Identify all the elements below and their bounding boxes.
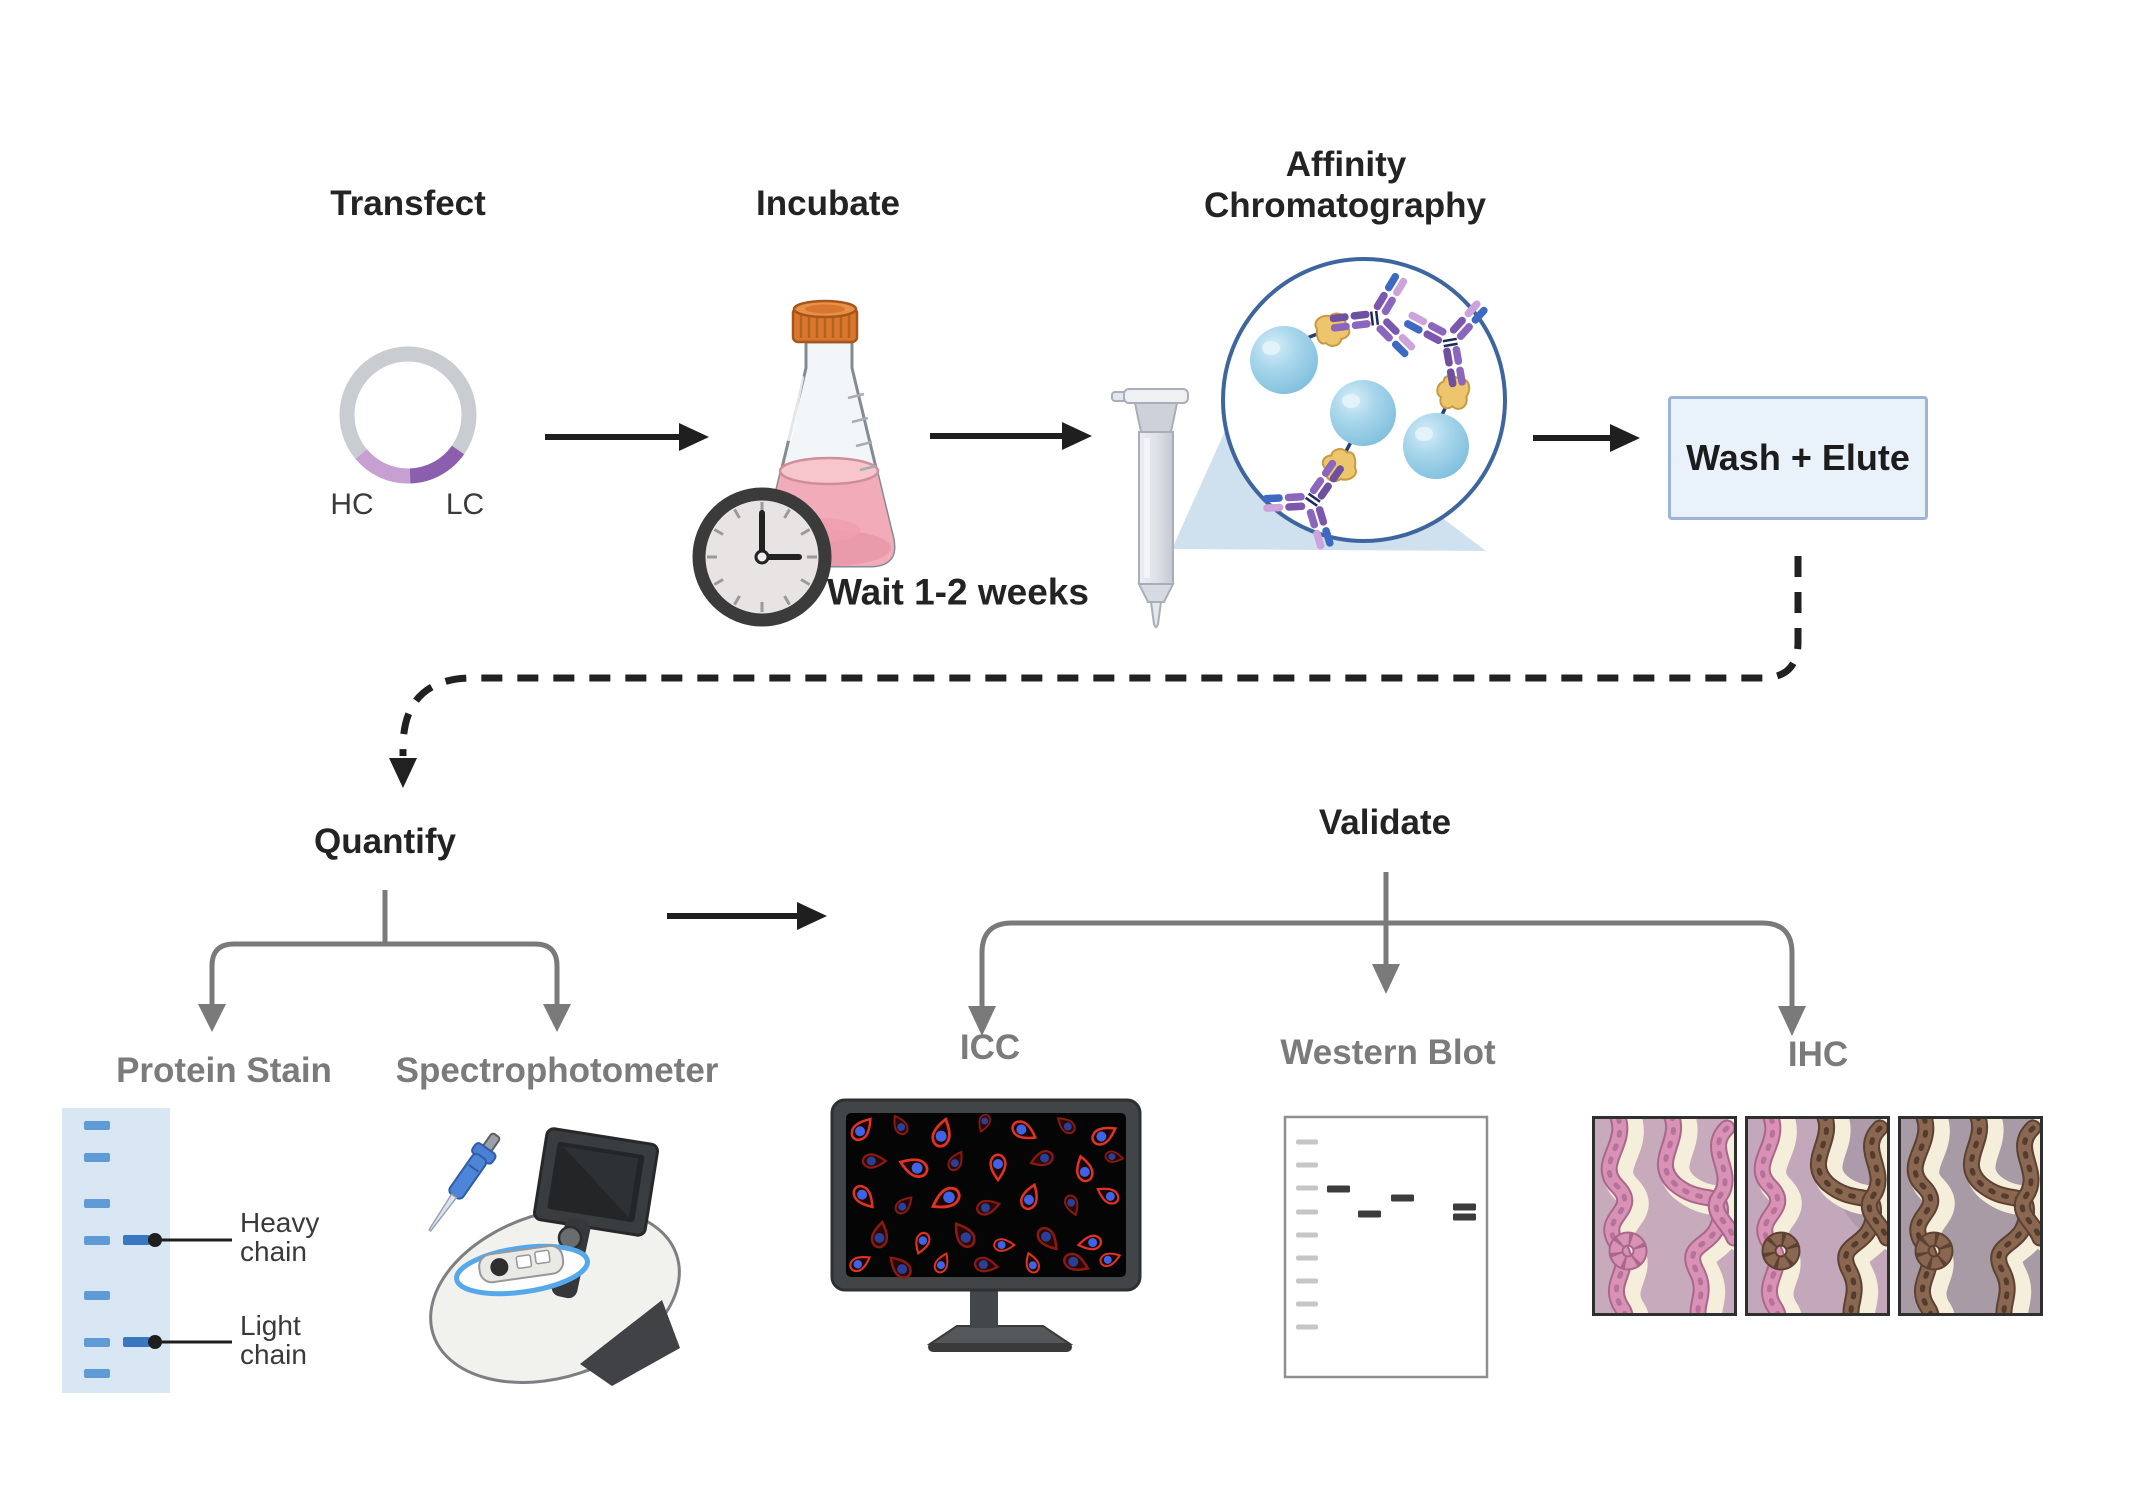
branch-label-spectrophotometer: Spectrophotometer <box>395 1050 719 1090</box>
branch-label-western-blot: Western Blot <box>1280 1032 1496 1072</box>
branch-label-protein-stain: Protein Stain <box>116 1050 332 1090</box>
heavy-chain-label: Heavy chain <box>240 1207 320 1267</box>
dashed-connector <box>389 556 1802 788</box>
step-label-affinity-line1: Affinity <box>1285 144 1407 184</box>
zoom-circle <box>1221 257 1507 558</box>
bead <box>1330 380 1396 446</box>
icc-monitor-image <box>830 1098 1142 1352</box>
plasmid-hc-label: HC <box>330 488 374 521</box>
plasmid-lc-label: LC <box>445 488 485 521</box>
ihc-panels-image <box>1592 1116 2043 1316</box>
validate-tree <box>968 872 1806 1036</box>
western-blot-image <box>1283 1115 1489 1379</box>
light-chain-label: Light chain <box>240 1310 307 1370</box>
protein-gel-image <box>62 1108 232 1393</box>
arrow-transfect-to-incubate <box>545 423 709 451</box>
step-label-transfect: Transfect <box>330 183 486 223</box>
bead <box>1403 413 1469 479</box>
quantify-tree <box>198 890 571 1032</box>
wait-note: Wait 1-2 weeks <box>827 571 1089 613</box>
flask-cap <box>791 299 859 344</box>
arrow-quantify-to-validate <box>667 902 827 930</box>
section-label-validate: Validate <box>1318 802 1452 842</box>
arrow-affinity-to-washelute <box>1533 424 1640 452</box>
clock-icon <box>692 487 832 627</box>
wash-elute-box: Wash + Elute <box>1668 396 1928 520</box>
bead <box>1250 326 1318 394</box>
step-label-incubate: Incubate <box>756 183 900 223</box>
arrow-incubate-to-affinity <box>930 422 1092 450</box>
branch-label-ihc: IHC <box>1787 1034 1849 1074</box>
step-label-affinity-line2: Chromatography <box>1204 185 1486 225</box>
spin-column-icon <box>1111 388 1189 628</box>
spectrophotometer-icon <box>428 1127 681 1386</box>
plasmid-icon <box>339 346 477 484</box>
section-label-quantify: Quantify <box>314 821 456 861</box>
wash-elute-label: Wash + Elute <box>1686 437 1910 478</box>
branch-label-icc: ICC <box>959 1027 1021 1067</box>
